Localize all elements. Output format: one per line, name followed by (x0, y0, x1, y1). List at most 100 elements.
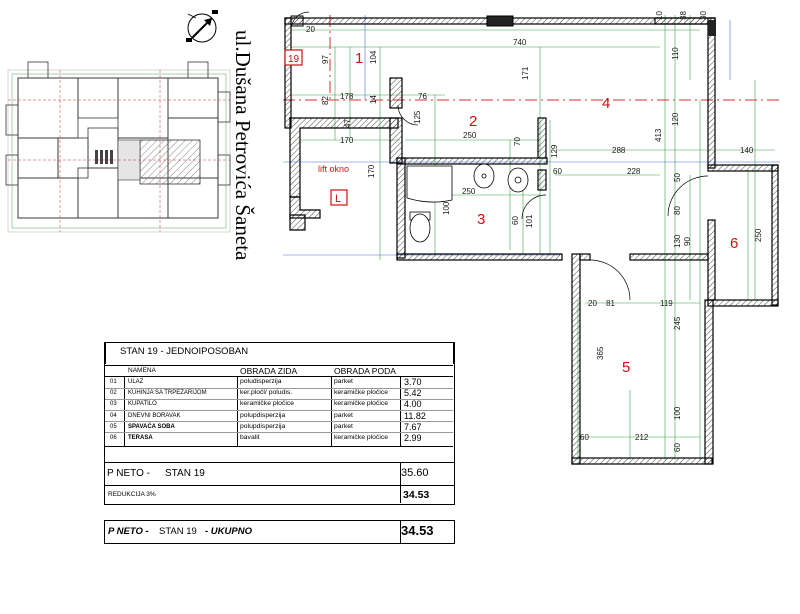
row-area: 11.82 (404, 410, 426, 421)
dim-14: 14 (369, 95, 378, 104)
dim-178: 178 (340, 92, 354, 101)
dim-60c: 60 (580, 433, 589, 442)
row-walls: polupdisperzija (240, 411, 286, 419)
neto-value: 35.60 (401, 467, 429, 479)
lift-shaft-label: lift okno (318, 164, 349, 174)
total-value: 34.53 (401, 523, 434, 538)
dim-97: 97 (321, 55, 330, 64)
row-number: 05 (110, 423, 117, 430)
header-walls: OBRADA ZIDA (240, 366, 298, 376)
dim-110: 110 (671, 47, 680, 60)
dim-60: 60 (553, 167, 562, 176)
door-swings (290, 11, 709, 301)
dim-120: 120 (671, 112, 680, 126)
row-floor: keramičke pločice (334, 434, 389, 441)
dim-245: 245 (673, 316, 682, 330)
dim-38: 38 (679, 11, 688, 20)
dim-413: 413 (654, 128, 663, 142)
dim-81: 81 (606, 299, 615, 308)
dim-82: 82 (321, 96, 330, 105)
row-name: ULAZ (128, 379, 144, 385)
row-name: SPAVAĆA SOBA (128, 423, 175, 430)
svg-text:19: 19 (288, 54, 300, 65)
dim-60b: 60 (511, 216, 520, 225)
row-name: KUHINJA SA TRPEZARIJOM (128, 390, 207, 397)
dim-60d: 60 (673, 443, 682, 452)
room-1-number: 1 (355, 50, 363, 67)
row-floor: keramičke pločice (334, 400, 389, 408)
header-name: NAMENA (128, 367, 156, 374)
dim-129: 129 (550, 144, 559, 158)
row-walls: ker.pločl/ poludis. (240, 389, 293, 397)
dim-119: 119 (660, 299, 673, 308)
header-floor: OBRADA PODA (334, 366, 396, 376)
dim-171: 171 (521, 66, 530, 80)
dim-70: 70 (513, 137, 522, 146)
dim-125: 125 (413, 110, 422, 124)
total-unit: STAN 19 (159, 526, 197, 537)
dim-740: 740 (513, 38, 527, 47)
row-number: 02 (110, 390, 117, 397)
room-numbers: 1 2 3 4 5 6 (355, 50, 738, 376)
row-walls: poludisperzija (240, 378, 282, 385)
dim-10: 10 (655, 11, 664, 20)
window-marks (290, 15, 716, 36)
dim-76: 76 (418, 92, 427, 101)
svg-text:L: L (335, 193, 341, 205)
dim-140: 140 (740, 146, 754, 155)
street-name: ul.Dušana Petrovića Šaneta (231, 30, 255, 260)
dim-101: 101 (525, 214, 534, 228)
dim-104: 104 (369, 50, 378, 64)
dim-250b: 250 (462, 187, 476, 196)
lift-box: L (330, 189, 348, 206)
row-floor: parket (334, 422, 353, 430)
row-number: 01 (110, 379, 117, 385)
room-5-number: 5 (622, 359, 630, 376)
dim-170: 170 (340, 136, 354, 145)
reduction-label: REDUKCIJA 3% (108, 491, 156, 498)
dim-47: 47 (343, 119, 352, 128)
row-area: 4.00 (404, 399, 422, 410)
reduction-value: 34.53 (403, 489, 430, 501)
north-arrow-icon (186, 10, 218, 43)
dim-30: 30 (699, 11, 708, 20)
total-row: P NETO - STAN 19 - UKUPNO 34.53 (104, 520, 455, 544)
dim-20: 20 (306, 25, 315, 34)
row-walls: polupdisperzija (240, 422, 286, 430)
row-floor: parket (334, 378, 353, 385)
dimension-lines (290, 15, 775, 460)
dim-228: 228 (627, 167, 641, 176)
dim-50: 50 (673, 173, 682, 182)
row-name: TERASA (128, 435, 153, 441)
row-number: 03 (110, 401, 117, 408)
neto-label: P NETO - (107, 468, 150, 479)
row-floor: keramičke pločice (334, 389, 389, 397)
dim-130: 130 (673, 234, 682, 248)
dim-100: 100 (442, 201, 451, 215)
dimension-labels: 740 104 97 178 76 82 14 171 110 125 170 … (306, 11, 763, 452)
dim-20b: 20 (588, 299, 597, 308)
room-2-number: 2 (469, 113, 477, 130)
row-number: 06 (110, 435, 117, 441)
room-4-number: 4 (602, 95, 610, 112)
row-name: KUPATILO (128, 401, 157, 408)
total-label: P NETO - (108, 526, 149, 537)
room-3-number: 3 (477, 211, 485, 228)
room-6-number: 6 (730, 235, 738, 252)
dim-365: 365 (596, 346, 605, 360)
row-name: DNEVNI BORAVAK (128, 412, 181, 419)
row-area: 7.67 (404, 421, 422, 432)
neto-unit: STAN 19 (165, 468, 205, 479)
row-number: 04 (110, 412, 117, 419)
reduction-row: REDUKCIJA 3% 34.53 (104, 485, 455, 505)
row-area: 5.42 (404, 388, 422, 399)
bathroom-fixtures (406, 163, 529, 243)
unit-marker: 19 (284, 49, 303, 66)
key-plan-thumbnail (5, 61, 231, 233)
row-walls: bavalit (240, 434, 260, 441)
dim-80: 80 (673, 206, 682, 215)
row-area: 2.99 (404, 433, 422, 443)
total-suffix: - UKUPNO (205, 526, 252, 537)
dim-170b: 170 (367, 164, 376, 178)
